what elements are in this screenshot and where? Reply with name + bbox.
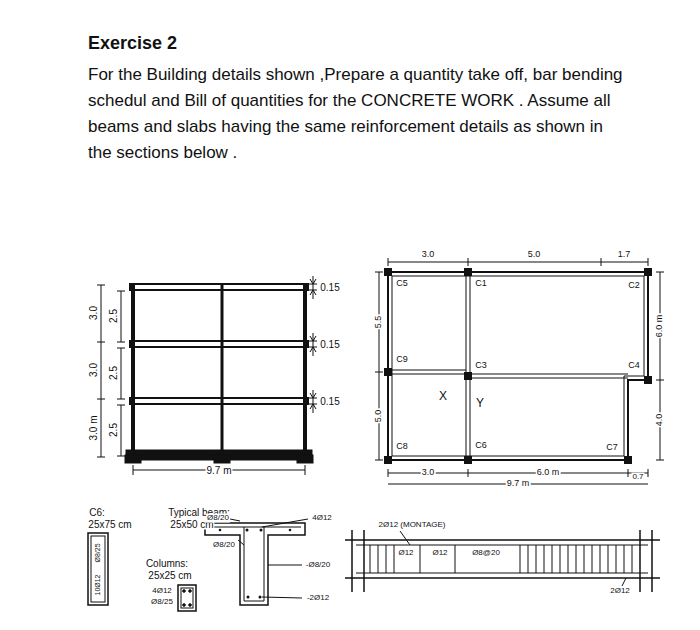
annotation-label: C3 [474, 361, 488, 371]
annotation-label: 5.5 [374, 315, 384, 330]
annotation-label: 6.0 m [655, 314, 665, 339]
annotation-label: 0.15 [319, 282, 340, 293]
annotation-label: Columns: [145, 558, 189, 569]
annotation-label: C6 [474, 441, 488, 451]
annotation-label: C6: [88, 507, 106, 518]
annotation-label: Ø8@20 [471, 549, 501, 558]
annotation-label: Ø8/25 [94, 543, 102, 562]
annotation-label: 0.15 [319, 339, 340, 350]
annotation-label: 4Ø12 [311, 514, 333, 523]
annotation-label: X [438, 390, 448, 403]
annotation-label: 5.0 [527, 250, 542, 260]
annotation-label: Ø8/20 [206, 514, 230, 523]
annotation-label: 25x75 cm [87, 519, 132, 530]
annotation-label: C2 [627, 281, 641, 291]
annotation-label: 0.7 [631, 473, 644, 482]
annotation-label: 2.5 [108, 308, 119, 324]
annotation-label: Ø12 [431, 549, 448, 558]
annotation-label: 4.0 [655, 413, 665, 428]
floor-plan [375, 258, 664, 484]
annotation-label: C8 [395, 442, 409, 452]
annotation-label: Ø8/25 [150, 598, 174, 607]
annotation-label: 2Ø12 (MONTAGE) [378, 521, 447, 530]
annotation-label: 9.7 m [205, 465, 232, 476]
annotation-label: 9.7 m [506, 479, 531, 489]
annotation-label: 5.0 [374, 409, 384, 424]
exercise-text: For the Building details shown ,Prepare … [88, 62, 628, 166]
annotation-label: 3.0 [88, 362, 99, 378]
annotation-label: C1 [474, 279, 488, 289]
annotation-label: C9 [395, 355, 409, 365]
annotation-label: C4 [627, 361, 641, 371]
annotation-label: 10Ø12 [94, 574, 102, 595]
annotation-label: 3.0 m [88, 414, 99, 441]
annotation-label: 3.0 [421, 468, 436, 478]
annotation-label: 2Ø12 [609, 587, 631, 596]
exercise-title: Exercise 2 [88, 34, 177, 54]
annotation-label: 4Ø12 [151, 587, 173, 596]
annotation-label: 6.0 m [536, 468, 561, 478]
annotation-label: Ø12 [397, 549, 414, 558]
annotation-label: Y [475, 397, 485, 410]
annotation-label: 2.5 [108, 365, 119, 381]
annotation-label: 2.5 [108, 422, 119, 438]
annotation-label: -Ø8/20 [305, 561, 331, 570]
annotation-label: Ø8/20 [212, 541, 236, 550]
annotation-label: 25x25 cm [147, 570, 192, 581]
frame-elevation [97, 276, 317, 475]
column-section [88, 533, 196, 611]
annotation-label: 3.0 [88, 305, 99, 321]
annotation-label: 1.7 [617, 250, 632, 260]
annotation-label: C5 [395, 279, 409, 289]
beam-section [205, 519, 308, 605]
annotation-label: -2Ø12 [306, 594, 330, 603]
beam-elevation [345, 530, 660, 592]
annotation-label: 3.0 [421, 250, 436, 260]
annotation-label: C7 [605, 443, 619, 453]
annotation-label: 0.15 [319, 396, 340, 407]
